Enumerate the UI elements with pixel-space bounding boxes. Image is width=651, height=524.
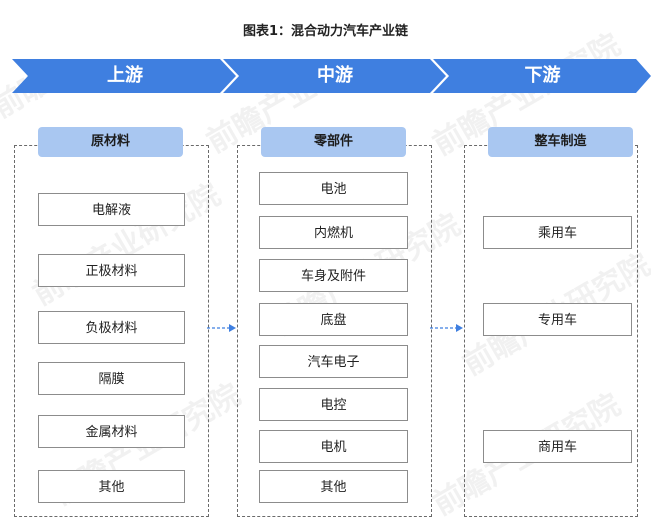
midstream-header: 零部件 (261, 127, 406, 157)
chevron-divider (431, 59, 450, 93)
midstream-item: 底盘 (259, 303, 408, 336)
upstream-item: 其他 (38, 470, 185, 503)
midstream-item: 电机 (259, 430, 408, 463)
stage-banner-midstream (222, 59, 446, 93)
midstream-item: 内燃机 (259, 216, 408, 249)
chevron-divider (221, 59, 240, 93)
stage-banner-upstream (12, 59, 236, 93)
downstream-header: 整车制造 (488, 127, 633, 157)
midstream-item: 电控 (259, 388, 408, 421)
upstream-item: 负极材料 (38, 311, 185, 344)
connector-arrow (430, 324, 463, 332)
figure-title: 图表1：混合动力汽车产业链 (242, 24, 409, 39)
upstream-header: 原材料 (38, 127, 183, 157)
stage-label-midstream: 中游 (317, 65, 353, 86)
upstream-item: 隔膜 (38, 362, 185, 395)
upstream-item: 正极材料 (38, 254, 185, 287)
upstream-item: 电解液 (38, 193, 185, 226)
stage-label-upstream: 上游 (107, 65, 143, 86)
connector-arrow (207, 324, 236, 332)
upstream-item: 金属材料 (38, 415, 185, 448)
stage-label-downstream: 下游 (524, 65, 561, 86)
midstream-item: 汽车电子 (259, 345, 408, 378)
downstream-item: 商用车 (483, 430, 632, 463)
stage-banner (12, 59, 651, 93)
midstream-item: 电池 (259, 172, 408, 205)
downstream-item: 乘用车 (483, 216, 632, 249)
midstream-item: 其他 (259, 470, 408, 503)
stage-banner-downstream (432, 59, 651, 93)
downstream-item: 专用车 (483, 303, 632, 336)
midstream-item: 车身及附件 (259, 259, 408, 292)
